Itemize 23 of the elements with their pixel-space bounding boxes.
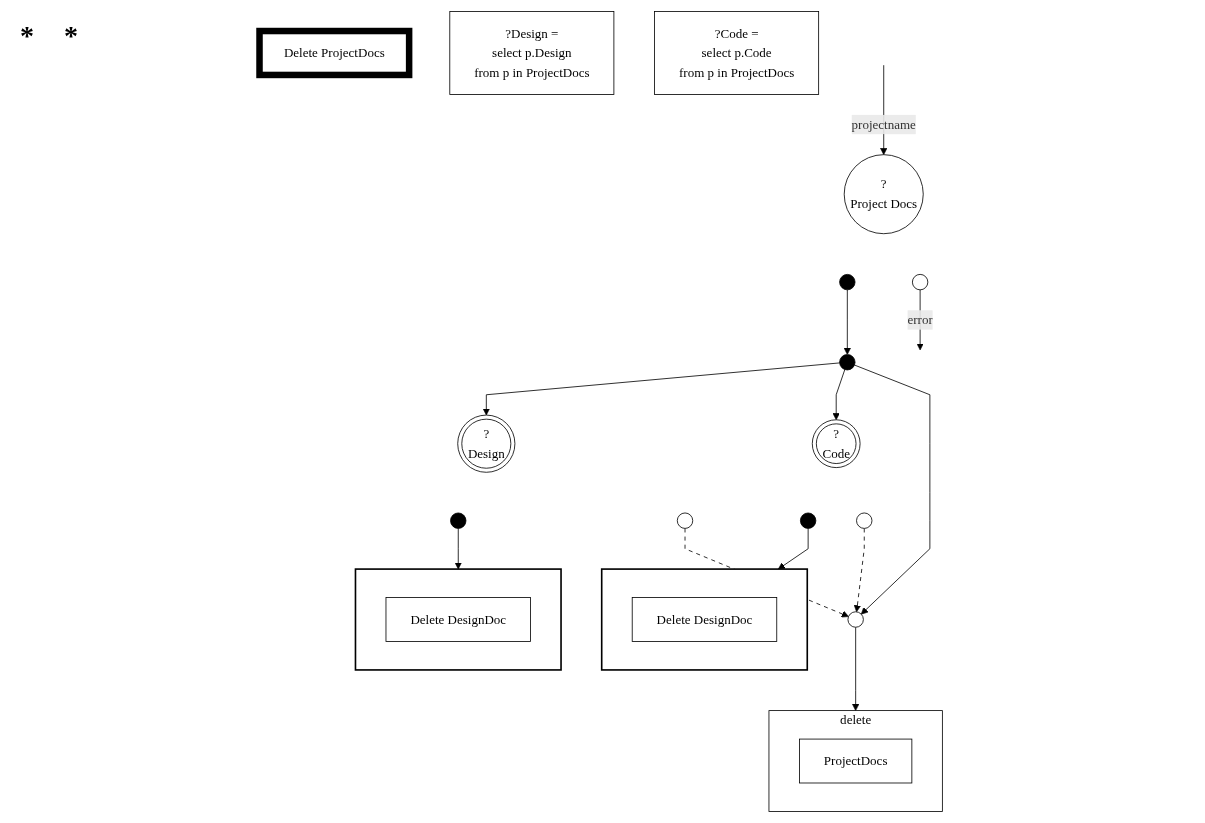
node-box: ?Code = select p.Code from p in ProjectDocs — [654, 11, 820, 95]
node-circle: ? Code — [812, 419, 861, 468]
node-box: ProjectDocs — [799, 738, 913, 784]
asterisk-mark: * — [20, 20, 34, 52]
node-box: Delete DesignDoc — [632, 597, 778, 642]
node-circle: ? Project Docs — [844, 154, 925, 235]
node-circle: ? Design — [457, 414, 516, 473]
node-box: Delete ProjectDocs — [256, 27, 413, 79]
node-circle — [912, 274, 929, 291]
node-circle — [677, 512, 694, 529]
node-circle — [450, 512, 467, 529]
edge-label: projectname — [852, 117, 917, 132]
node-circle — [800, 512, 817, 529]
edge-label: error — [907, 312, 934, 327]
node-circle — [848, 611, 865, 628]
node-box: Delete DesignDoc — [386, 597, 532, 642]
cluster — [601, 568, 809, 671]
node-circle — [839, 354, 856, 371]
node-circle — [839, 274, 856, 291]
asterisk-mark: * — [64, 20, 78, 52]
node-circle — [856, 512, 873, 529]
cluster — [355, 568, 563, 671]
node-box: ?Design = select p.Design from p in ProjectDocs — [449, 11, 615, 95]
